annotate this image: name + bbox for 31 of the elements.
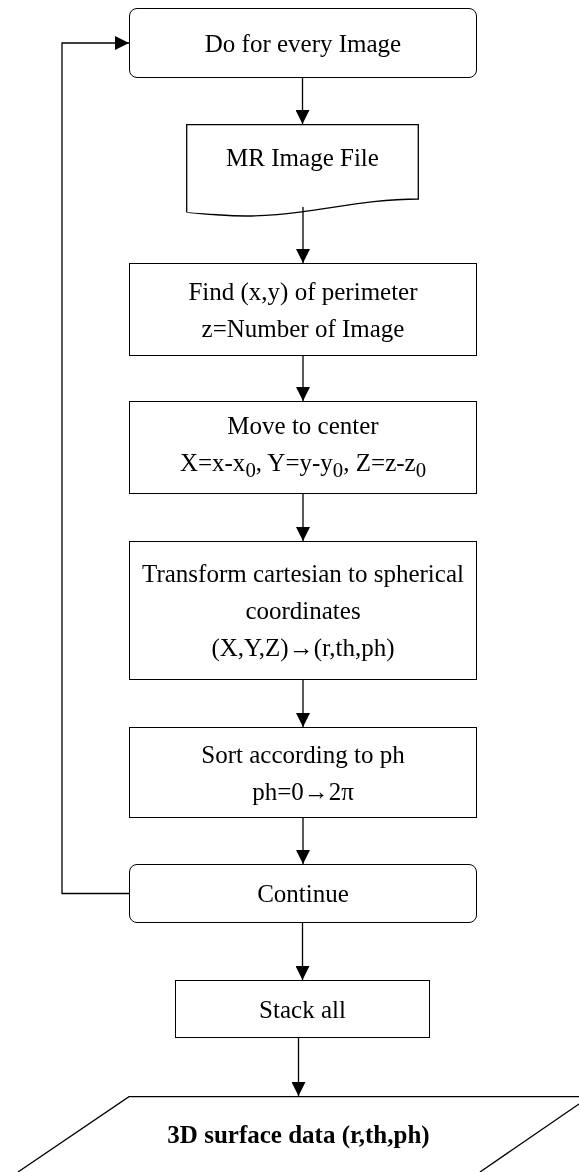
process-box	[175, 980, 430, 1038]
node-text: ph=0→2π	[252, 776, 354, 807]
node-text: Move to center	[227, 410, 379, 441]
process-box	[129, 263, 477, 356]
arrow	[296, 355, 310, 402]
loop-start-box	[129, 8, 477, 78]
arrow	[295, 922, 310, 981]
node-text: 3D surface data (r,th,ph)	[167, 1119, 430, 1151]
node-text: z=Number of Image	[201, 313, 405, 344]
node-text: Sort according to ph	[201, 739, 405, 770]
arrow	[291, 1037, 306, 1097]
arrow	[296, 817, 310, 865]
arrow	[296, 679, 310, 728]
node-text: MR Image File	[226, 143, 379, 173]
node-text: Stack all	[259, 994, 346, 1025]
arrow	[296, 493, 310, 542]
node-text: Find (x,y) of perimeter	[188, 276, 418, 308]
loop-end-box	[129, 864, 477, 923]
node-text: Do for every Image	[204, 28, 402, 59]
node-text: Continue	[257, 879, 349, 909]
arrow	[296, 206, 310, 264]
arrow	[61, 36, 130, 895]
process-box	[129, 727, 477, 818]
node-text: X=x-x$_{0}$, Y=y-y$_{0}$, Z=z-z$_{0}$	[179, 447, 427, 484]
arrow	[295, 77, 310, 125]
output-parallelogram	[18, 1096, 579, 1172]
process-box	[129, 541, 477, 680]
node-text: (X,Y,Z)→(r,th,ph)	[211, 633, 395, 664]
node-text: Transform cartesian to spherical coordinates	[141, 559, 465, 626]
document-shape	[186, 124, 419, 217]
process-box	[129, 401, 477, 494]
